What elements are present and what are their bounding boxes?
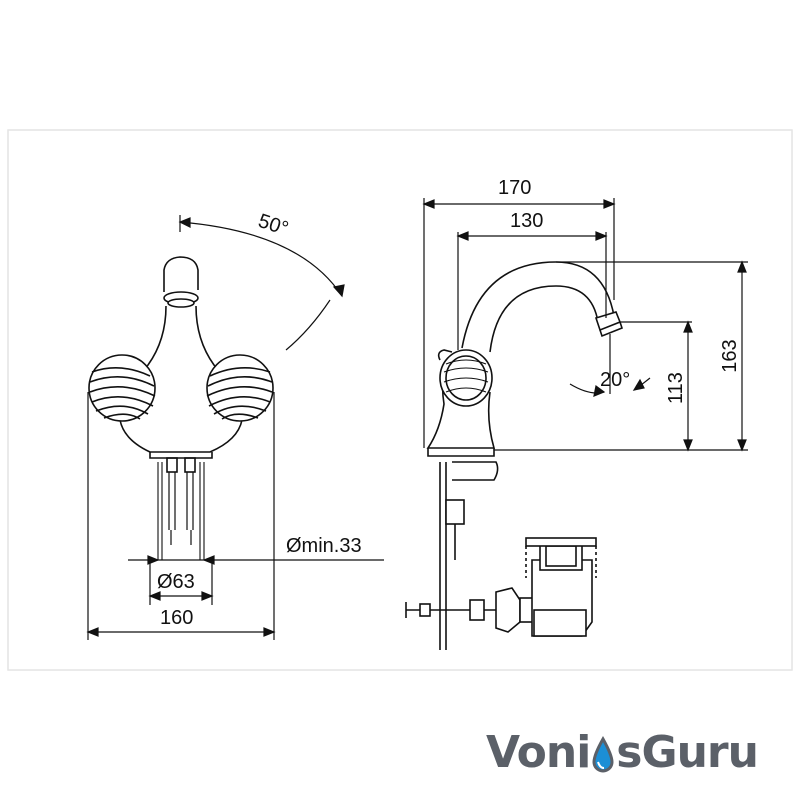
side-view xyxy=(405,261,623,650)
right-handle xyxy=(206,354,274,422)
dim-height-113: 113 xyxy=(665,372,687,404)
dim-reach-170: 170 xyxy=(498,177,531,199)
brand-logo: Voni sGuru xyxy=(486,722,786,782)
logo-text-left: Voni xyxy=(486,726,591,778)
front-view xyxy=(88,256,274,560)
dim-angle-50: 50° xyxy=(255,210,291,240)
logo-text-right: sGuru xyxy=(616,726,759,778)
dim-width-160: 160 xyxy=(160,607,193,629)
dim-angle-20: 20° xyxy=(600,369,630,391)
front-dimensions xyxy=(86,215,384,640)
drawing-frame xyxy=(7,129,793,671)
dim-min-hole: Ømin.33 xyxy=(286,535,362,557)
water-drop-icon xyxy=(592,731,614,777)
dim-base-diameter: Ø63 xyxy=(157,571,195,593)
dim-height-163: 163 xyxy=(719,339,741,372)
dim-reach-130: 130 xyxy=(510,210,543,232)
left-handle xyxy=(88,354,156,422)
side-dimensions xyxy=(422,198,748,452)
